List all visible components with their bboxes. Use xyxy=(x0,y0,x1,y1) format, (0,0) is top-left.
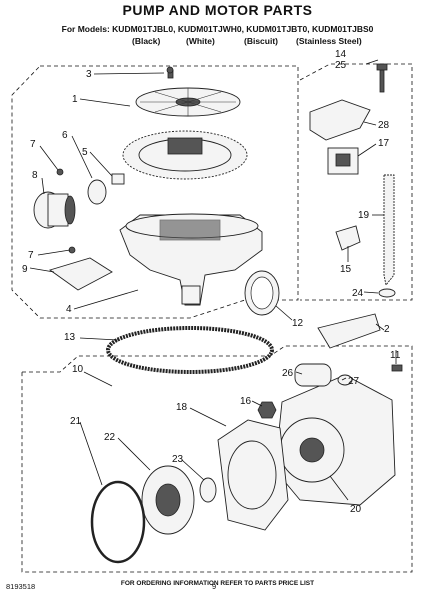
callout-8: 8 xyxy=(32,170,38,181)
disc-part-6 xyxy=(87,179,107,205)
shield-part-2 xyxy=(317,313,381,349)
motor-part-8 xyxy=(33,191,76,229)
callout-numbers: 3 1 6 5 7 8 7 9 4 12 13 10 14 25 28 17 1… xyxy=(22,49,401,515)
filter-disc-part-1 xyxy=(135,87,241,117)
leader-lines xyxy=(29,59,397,501)
color-biscuit: (Biscuit) xyxy=(244,36,278,46)
callout-25: 25 xyxy=(335,60,347,71)
color-white: (White) xyxy=(186,36,215,46)
ordering-note: FOR ORDERING INFORMATION REFER TO PARTS … xyxy=(120,580,315,587)
page-title: PUMP AND MOTOR PARTS xyxy=(122,2,313,18)
gear-ring-assembly xyxy=(122,130,248,180)
callout-9: 9 xyxy=(22,264,28,275)
callout-24: 24 xyxy=(352,288,364,299)
callout-26: 26 xyxy=(282,368,294,379)
callout-3: 3 xyxy=(86,69,92,80)
seal-part-23 xyxy=(199,477,217,503)
callout-12: 12 xyxy=(292,318,304,329)
clip-part-15 xyxy=(335,225,361,251)
screw-part-7-upper xyxy=(56,168,64,176)
callout-5: 5 xyxy=(82,147,88,158)
callout-2: 2 xyxy=(384,324,390,335)
ring-part-27 xyxy=(337,374,353,386)
callout-23: 23 xyxy=(172,454,184,465)
pump-housing-part-4 xyxy=(119,213,263,306)
document-number: 8193518 xyxy=(6,582,36,591)
lower-group-boundary xyxy=(21,345,413,573)
callout-11: 11 xyxy=(390,350,401,361)
color-black: (Black) xyxy=(132,36,161,46)
callout-22: 22 xyxy=(104,432,116,443)
screw-part-3 xyxy=(166,66,174,79)
bolt-part-25 xyxy=(376,63,388,93)
large-gasket-part-13 xyxy=(106,326,274,374)
motor-part-20 xyxy=(274,374,396,506)
valve-part-17 xyxy=(327,147,359,175)
color-stainless: (Stainless Steel) xyxy=(296,36,362,46)
clip-part-5 xyxy=(111,173,125,185)
callout-14: 14 xyxy=(335,49,347,60)
gasket-part-9 xyxy=(48,257,113,291)
bracket-part-28 xyxy=(309,99,371,141)
housing-part-18 xyxy=(217,419,289,531)
callout-17: 17 xyxy=(378,138,390,149)
impeller-part-22 xyxy=(141,465,195,535)
ring-part-21 xyxy=(90,480,146,564)
capacitor-part-26 xyxy=(294,363,332,387)
clamp-part-24 xyxy=(378,288,396,298)
right-group-boundary xyxy=(299,63,413,301)
callout-16: 16 xyxy=(240,396,252,407)
page-number: 9 xyxy=(212,582,217,591)
callout-20: 20 xyxy=(350,504,362,515)
part-11 xyxy=(391,364,403,372)
callout-7-upper: 7 xyxy=(30,139,36,150)
hose-part-19 xyxy=(383,174,395,287)
callout-10: 10 xyxy=(72,364,84,375)
callout-4: 4 xyxy=(66,304,72,315)
callout-28: 28 xyxy=(378,120,390,131)
callout-15: 15 xyxy=(340,264,352,275)
callout-19: 19 xyxy=(358,210,370,221)
callout-18: 18 xyxy=(176,402,188,413)
callout-1: 1 xyxy=(72,94,78,105)
callout-27: 27 xyxy=(348,376,360,387)
upper-group-boundary xyxy=(11,65,299,319)
callout-13: 13 xyxy=(64,332,76,343)
callout-7-lower: 7 xyxy=(28,250,34,261)
callout-21: 21 xyxy=(70,416,82,427)
model-list: For Models: KUDM01TJBL0, KUDM01TJWH0, KU… xyxy=(61,24,374,34)
nut-part-16 xyxy=(257,401,277,419)
callout-6: 6 xyxy=(62,130,68,141)
